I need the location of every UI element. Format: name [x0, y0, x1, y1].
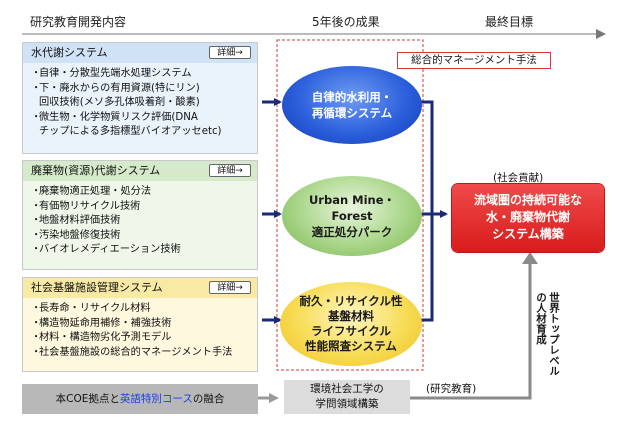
research-education-label: (研究教育) [426, 383, 477, 395]
outcome-line: ライフサイクル [311, 324, 391, 338]
outcome-durable-materials: 耐久・リサイクル性 基盤材料 ライフサイクル 性能照査システム [280, 282, 422, 366]
outcome-line: 基盤材料 [328, 309, 374, 323]
panel-header: 社会基盤施設管理システム 詳細→ [23, 278, 257, 298]
vertical-line: 世界トップレベル [548, 292, 560, 376]
fusion-text: 本COE拠点と [55, 393, 120, 405]
outcome-urban-mine: Urban Mine・ Forest 適正処分パーク [282, 176, 422, 256]
goal-line: 水・廃棄物代謝 [485, 210, 570, 224]
list-item: ・材料・構造物劣化予測モデル [31, 332, 172, 343]
panel-item-list: ・長寿命・リサイクル材料 ・構造物延命用補修・補強技術 ・材料・構造物劣化予測モ… [23, 298, 257, 364]
panel-item-list: ・自律・分散型先端水処理システム ・下・廃水からの有用資源(特にリン) 回収技術… [23, 63, 257, 144]
panel-waste-metabolism: 廃棄物(資源)代謝システム 詳細→ ・廃棄物適正処理・処分法 ・有価物リサイクル… [22, 160, 258, 270]
final-goal-box: 流域圏の持続可能な 水・廃棄物代謝 システム構築 [452, 184, 604, 252]
outcome-line: 再循環システム [311, 106, 393, 120]
header-research-content: 研究教育開発内容 [30, 15, 127, 29]
outcome-line: Urban Mine・ [308, 193, 396, 207]
list-item: ・汚染地盤修復技術 [31, 229, 121, 241]
management-label: 総合的マネージメント手法 [397, 52, 551, 69]
header-outcome: 5年後の成果 [312, 15, 380, 29]
discipline-building-box: 環境社会工学の 学問領域構築 [284, 380, 410, 414]
outcome-line: Forest [331, 209, 373, 223]
outcome-dashed-frame [276, 39, 424, 371]
goal-line: システム構築 [492, 227, 564, 241]
detail-button[interactable]: 詳細→ [209, 281, 251, 294]
panel-infrastructure-management: 社会基盤施設管理システム 詳細→ ・長寿命・リサイクル材料 ・構造物延命用補修・… [22, 277, 258, 372]
header-final-goal: 最終目標 [485, 15, 534, 29]
outcome-line: 耐久・リサイクル性 [299, 294, 403, 308]
english-course-link[interactable]: 英語特別コース [119, 393, 193, 405]
list-item: ・廃棄物適正処理・処分法 [31, 186, 152, 197]
panel-title: 社会基盤施設管理システム [31, 281, 163, 294]
panel-title: 廃棄物(資源)代謝システム [31, 164, 161, 177]
panel-header: 廃棄物(資源)代謝システム 詳細→ [23, 161, 257, 181]
outcome-line: 自律的水利用・ [311, 90, 393, 104]
panel-item-list: ・廃棄物適正処理・処分法 ・有価物リサイクル技術 ・地盤材料評価技術 ・汚染地盤… [23, 181, 257, 262]
timeline-arrow-head [596, 29, 606, 39]
list-item: ・長寿命・リサイクル材料 [31, 303, 151, 314]
fusion-text: の融合 [192, 393, 225, 405]
list-item: 回収技術(メソ多孔体吸着剤・酸素) [39, 97, 200, 108]
up-arrow-to-goal [410, 262, 532, 400]
discipline-line: 学問領域構築 [315, 398, 379, 410]
panel-title: 水代謝システム [31, 46, 108, 59]
talent-development-label: 世界トップレベル の人材育成 [534, 292, 560, 402]
panel-water-metabolism: 水代謝システム 詳細→ ・自律・分散型先端水処理システム ・下・廃水からの有用資… [22, 42, 258, 154]
outcome-line: 適正処分パーク [311, 225, 393, 239]
up-arrow-head [522, 252, 538, 264]
list-item: ・下・廃水からの有用資源(特にリン) [31, 82, 200, 94]
list-item: ・構造物延命用補修・補強技術 [31, 317, 172, 329]
list-item: ・自律・分散型先端水処理システム [31, 68, 192, 79]
list-item: ・微生物・化学物質リスク評価(DNA [31, 111, 198, 123]
list-item: ・社会基盤施設の総合的マネージメント手法 [31, 346, 233, 358]
list-item: ・有価物リサイクル技術 [31, 200, 141, 212]
social-contribution-label: (社会貢献) [493, 172, 544, 184]
list-item: ・バイオレメディエーション技術 [31, 244, 181, 255]
detail-button[interactable]: 詳細→ [209, 164, 251, 177]
panel-header: 水代謝システム 詳細→ [23, 43, 257, 63]
outcome-line: 性能照査システム [305, 339, 397, 353]
coe-fusion-box: 本COE拠点と英語特別コースの融合 [22, 384, 258, 414]
detail-button[interactable]: 詳細→ [209, 46, 251, 59]
goal-line: 流域圏の持続可能な [473, 193, 582, 207]
list-item: チップによる多指標型バイオアッセetc) [39, 126, 222, 137]
outcome-water-reuse: 自律的水利用・ 再循環システム [282, 66, 422, 144]
discipline-line: 環境社会工学の [310, 383, 384, 395]
vertical-line: の人材育成 [535, 292, 547, 345]
list-item: ・地盤材料評価技術 [31, 215, 121, 226]
